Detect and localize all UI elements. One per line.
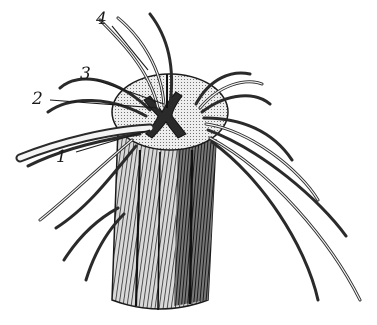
leader-4: [112, 26, 148, 70]
label-3: 3: [80, 64, 91, 84]
label-1: 1: [56, 147, 67, 167]
label-4: 4: [95, 9, 107, 29]
label-2: 2: [31, 89, 43, 109]
